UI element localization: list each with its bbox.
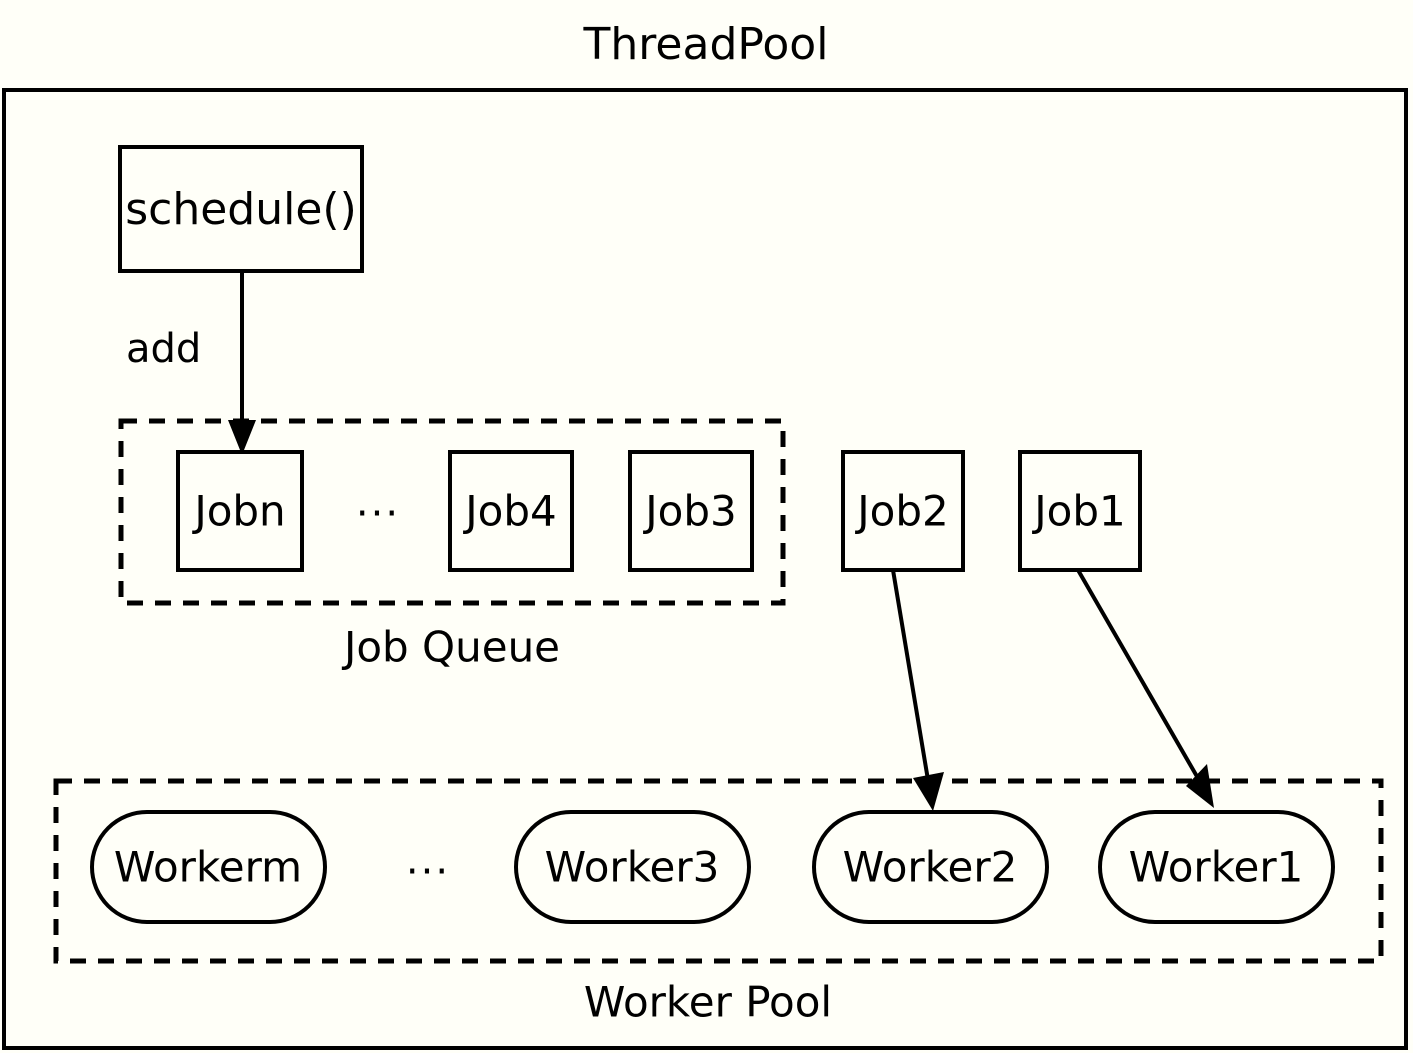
dispatch-arrowhead-icon	[913, 772, 944, 811]
worker-label: Worker1	[1129, 843, 1304, 892]
job-label: Job1	[1031, 487, 1125, 536]
worker-pool-label: Worker Pool	[584, 978, 832, 1027]
add-edge-arrowhead-icon	[228, 420, 256, 455]
job-node-job2[interactable]: Job2	[841, 450, 965, 572]
worker-node-worker2[interactable]: Worker2	[812, 810, 1049, 924]
job-node-job1[interactable]: Job1	[1018, 450, 1142, 572]
worker-pool-container	[53, 778, 1384, 964]
dispatch-edge-job1-worker1	[1076, 569, 1214, 808]
threadpool-frame	[2, 88, 1408, 1050]
worker-shape[interactable]	[514, 810, 751, 924]
job-node-job3[interactable]: Job3	[628, 450, 754, 572]
schedule-node[interactable]: schedule()	[118, 145, 364, 273]
worker-shape[interactable]	[1098, 810, 1335, 924]
job-label: Job2	[854, 487, 948, 536]
schedule-label: schedule()	[125, 184, 357, 235]
job-box[interactable]	[448, 450, 574, 572]
worker-node-worker1[interactable]: Worker1	[1098, 810, 1335, 924]
job-queue-label: Job Queue	[341, 623, 560, 672]
worker-label: Worker2	[843, 843, 1018, 892]
job-box[interactable]	[628, 450, 754, 572]
worker-node-worker3[interactable]: Worker3	[514, 810, 751, 924]
add-edge: add	[126, 271, 256, 455]
dispatch-edge-job2-worker2	[891, 569, 944, 811]
add-edge-label: add	[126, 326, 201, 372]
worker-shape[interactable]	[812, 810, 1049, 924]
job-label: Job4	[462, 487, 556, 536]
job-node-jobn[interactable]: Jobn	[176, 450, 304, 572]
worker-label: Worker3	[545, 843, 720, 892]
dispatch-edge-line	[1076, 569, 1201, 781]
job-box[interactable]	[841, 450, 965, 572]
worker-shape[interactable]	[90, 810, 327, 924]
job-box[interactable]	[1018, 450, 1142, 572]
page-title: ThreadPool	[583, 19, 829, 70]
worker-node-workerm[interactable]: Workerm	[90, 810, 327, 924]
dispatch-arrowhead-icon	[1186, 764, 1214, 808]
job-label: Job3	[642, 487, 736, 536]
job-queue-ellipsis: ···	[356, 491, 400, 537]
job-label: Jobn	[191, 487, 285, 536]
worker-label: Workerm	[114, 843, 302, 892]
job-queue-container	[118, 418, 786, 606]
job-box[interactable]	[176, 450, 304, 572]
worker-pool-ellipsis: ···	[406, 849, 450, 895]
dispatch-edge-line	[891, 569, 930, 781]
job-node-job4[interactable]: Job4	[448, 450, 574, 572]
